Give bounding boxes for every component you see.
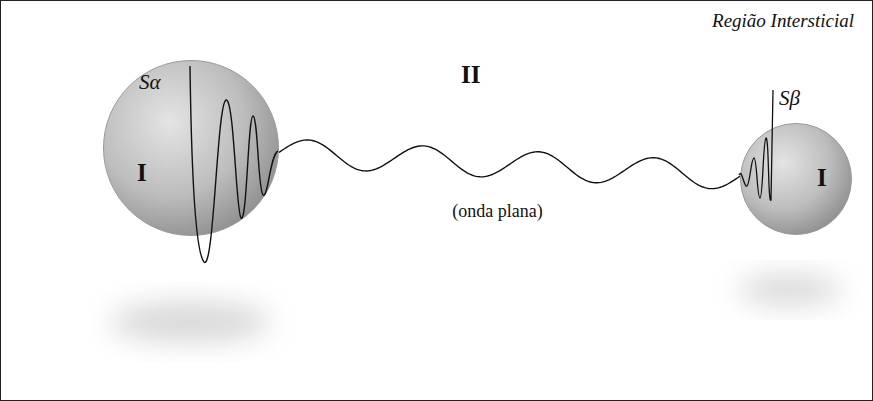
wave-label: (onda plana) (449, 202, 545, 222)
sphere-outline (103, 60, 279, 236)
shadow (738, 275, 842, 305)
region-number: II (461, 61, 480, 89)
sphere-label: Sα (139, 71, 161, 94)
sphere-label: Sβ (779, 87, 800, 110)
sphere-outline (740, 123, 852, 235)
sphere-circle (104, 61, 279, 236)
radial-wave (190, 66, 278, 262)
region-number: I (137, 159, 147, 187)
sphere-circle (741, 124, 852, 235)
shadow (110, 302, 270, 342)
radial-wave (739, 90, 773, 200)
atomic-sphere: SβI (740, 123, 852, 235)
region-label: Região Intersticial (712, 11, 854, 32)
region-number: I (817, 164, 827, 192)
plane-wave (279, 140, 740, 189)
atomic-sphere: SαI (103, 60, 279, 236)
